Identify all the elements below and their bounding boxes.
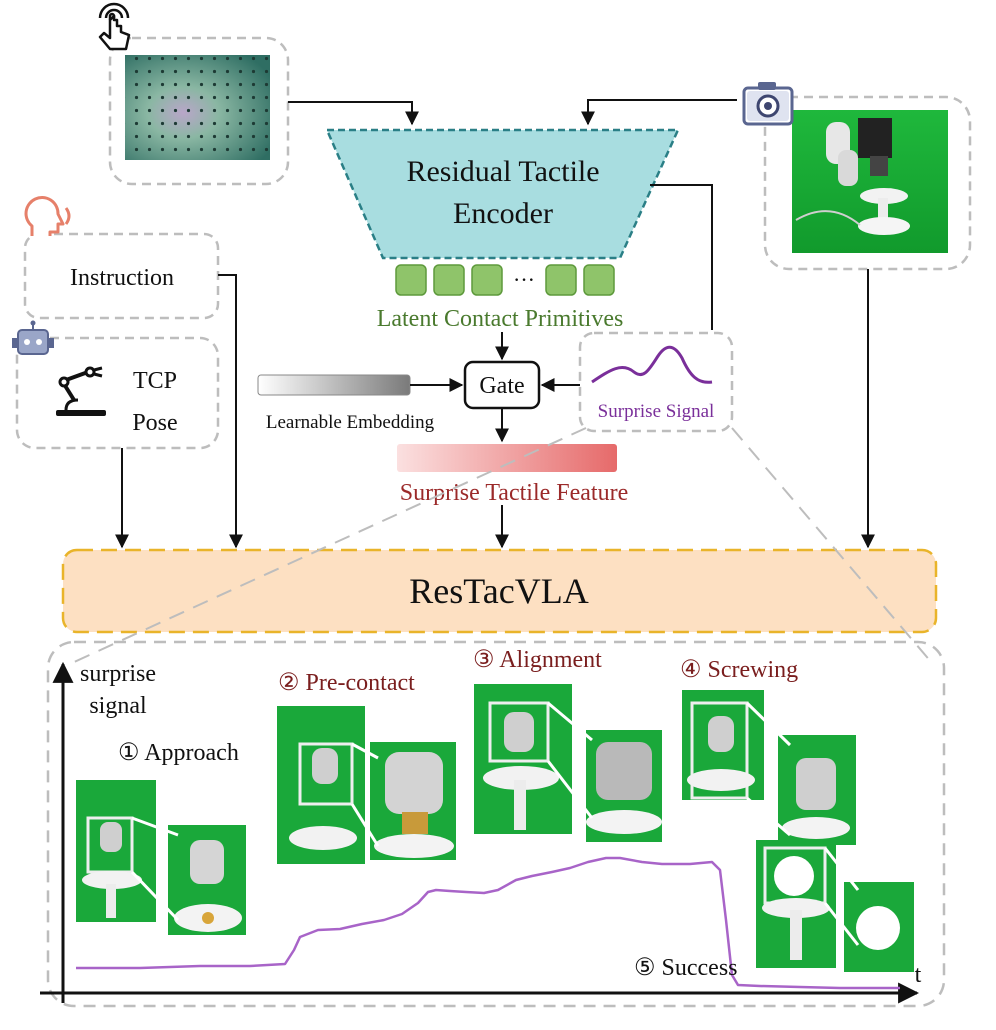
tcp-label-line1: TCP [133, 368, 177, 394]
latent-label: Latent Contact Primitives [377, 306, 624, 332]
surprise-signal-box: Surprise Signal [578, 331, 734, 433]
latent-token [545, 264, 577, 296]
restacvla-bar: ResTacVLA [61, 548, 938, 634]
model-name: ResTacVLA [409, 571, 588, 611]
learnable-embedding: Learnable Embedding [257, 374, 435, 433]
latent-contact-primitives: ··· Latent Contact Primitives [377, 264, 624, 332]
instruction-box: Instruction [23, 232, 220, 320]
latent-token [583, 264, 615, 296]
touch-hand-icon [98, 2, 131, 51]
surprise-signal-label: Surprise Signal [598, 401, 715, 422]
stage-label-approach: ① Approach [118, 740, 239, 766]
camera-input-panel [763, 95, 972, 271]
latent-token [395, 264, 427, 296]
x-axis-label: t [915, 962, 922, 988]
surprise-plot: surprise signal t [40, 640, 946, 1008]
connector-arrows [115, 99, 875, 549]
stage-label-screwing: ④ Screwing [680, 657, 798, 683]
latent-token [471, 264, 503, 296]
y-axis-label-line1: surprise [80, 661, 156, 687]
stage-label-pre-contact: ② Pre-contact [278, 670, 415, 696]
latent-ellipsis: ··· [513, 267, 535, 292]
y-axis-label-line2: signal [89, 693, 147, 719]
zoom-guide-lines [71, 427, 933, 664]
robot-arm-icon [56, 366, 106, 416]
tcp-label-line2: Pose [132, 410, 177, 436]
residual-tactile-encoder: Residual Tactile Encoder [325, 128, 680, 260]
latent-token [433, 264, 465, 296]
gate-label: Gate [479, 373, 524, 399]
stage-photos [76, 684, 914, 972]
encoder-title-line2: Encoder [453, 197, 553, 230]
stage-label-success: ⑤ Success [634, 955, 738, 981]
camera-icon [742, 82, 794, 126]
stage-label-alignment: ③ Alignment [473, 647, 602, 673]
instruction-label: Instruction [70, 265, 174, 291]
embedding-label: Learnable Embedding [266, 412, 435, 433]
surprise-signal-curve [76, 856, 900, 990]
surprise-tactile-feature: Surprise Tactile Feature [397, 444, 628, 506]
encoder-title-line1: Residual Tactile [406, 155, 599, 188]
feature-label: Surprise Tactile Feature [400, 480, 628, 506]
tactile-input-panel [108, 36, 290, 186]
gate-box: Gate [463, 360, 541, 410]
robot-icon [12, 320, 54, 355]
speaking-head-icon [24, 196, 71, 236]
tcp-pose-box: TCP Pose [15, 336, 220, 450]
